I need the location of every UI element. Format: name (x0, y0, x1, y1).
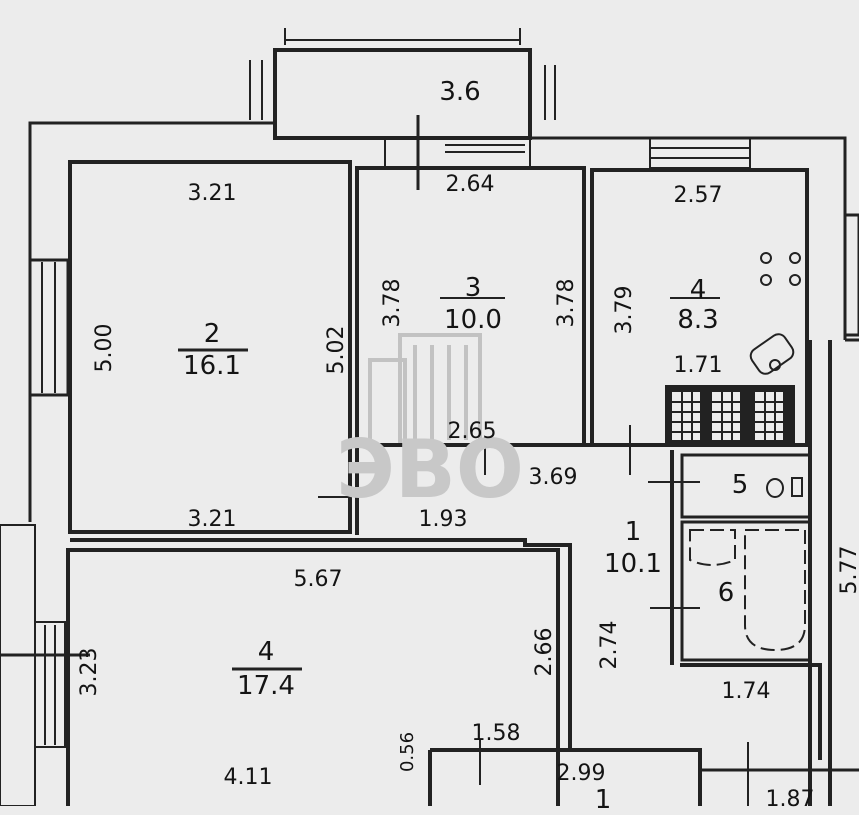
room-4b-small-dim: 0.56 (397, 731, 418, 773)
hall-area: 10.1 (604, 549, 662, 579)
room-4b-outline (66, 548, 560, 806)
hall-number: 1 (624, 517, 642, 547)
room-4b-area: 17.4 (237, 671, 295, 701)
windows (384, 115, 751, 190)
room-3-area: 10.0 (444, 305, 502, 335)
wc-number: 5 (731, 470, 749, 500)
room-2-outline (68, 160, 352, 534)
room-3-outline (355, 166, 586, 447)
room-2-divider (178, 348, 248, 352)
bath-outline (680, 520, 812, 662)
hall-left-dim: 1.93 (418, 507, 468, 532)
room-4a-bottom-dim: 1.71 (673, 353, 723, 378)
room-4b-right-dim: 2.66 (532, 627, 557, 677)
lower-room-number: 1 (594, 785, 612, 815)
room-4a-left-dim: 3.79 (612, 285, 637, 335)
left-window (0, 524, 90, 806)
room-3-left-dim: 3.78 (380, 278, 405, 328)
room-4b-top-dim: 5.67 (293, 567, 343, 592)
room-2-number: 2 (203, 319, 221, 349)
balcony (249, 28, 556, 140)
hall-walls (70, 340, 832, 806)
room-3-right-dim: 3.78 (554, 278, 579, 328)
stove-icon (760, 252, 801, 286)
hall-bottom-dim: 1.74 (721, 679, 771, 704)
room-4b-divider (232, 667, 302, 671)
dimension-ticks (318, 297, 749, 806)
wc-outline (680, 453, 812, 519)
lower-room-width: 2.99 (556, 761, 606, 786)
room-3-top-dim: 2.64 (445, 172, 495, 197)
room-4b-bottom-dim: 4.11 (223, 765, 273, 790)
hall-side-dim: 2.74 (597, 620, 622, 670)
watermark-text: ЭВО (336, 423, 524, 516)
stove-grid (665, 385, 795, 447)
room-4a-number: 4 (689, 275, 707, 305)
bathtub-icon (689, 529, 806, 652)
bottom-right-dim: 1.87 (765, 787, 815, 812)
room-2-bottom-dim: 3.21 (187, 507, 237, 532)
hall-top-dim: 3.69 (528, 465, 578, 490)
room-2-right-dim: 5.02 (324, 325, 349, 375)
room-4a-area: 8.3 (677, 305, 719, 335)
room-3-number: 3 (464, 273, 482, 303)
right-edge (700, 213, 859, 772)
room-2-area: 16.1 (183, 351, 241, 381)
room-3-bottom-dim: 2.65 (447, 419, 497, 444)
sink-icon (749, 333, 795, 375)
toilet-icon (766, 477, 803, 498)
room-4b-left-dim: 3.23 (77, 647, 102, 697)
hall-lower-dim: 1.58 (471, 721, 521, 746)
room-2-top-dim: 3.21 (187, 181, 237, 206)
right-side-dim: 5.77 (837, 545, 859, 595)
outer-walls (28, 121, 847, 522)
balcony-width-label: 3.6 (439, 77, 481, 107)
bath-number: 6 (717, 578, 735, 608)
room-4b-number: 4 (257, 637, 275, 667)
room-4a-top-dim: 2.57 (673, 183, 723, 208)
room-2-left-dim: 5.00 (92, 323, 117, 373)
